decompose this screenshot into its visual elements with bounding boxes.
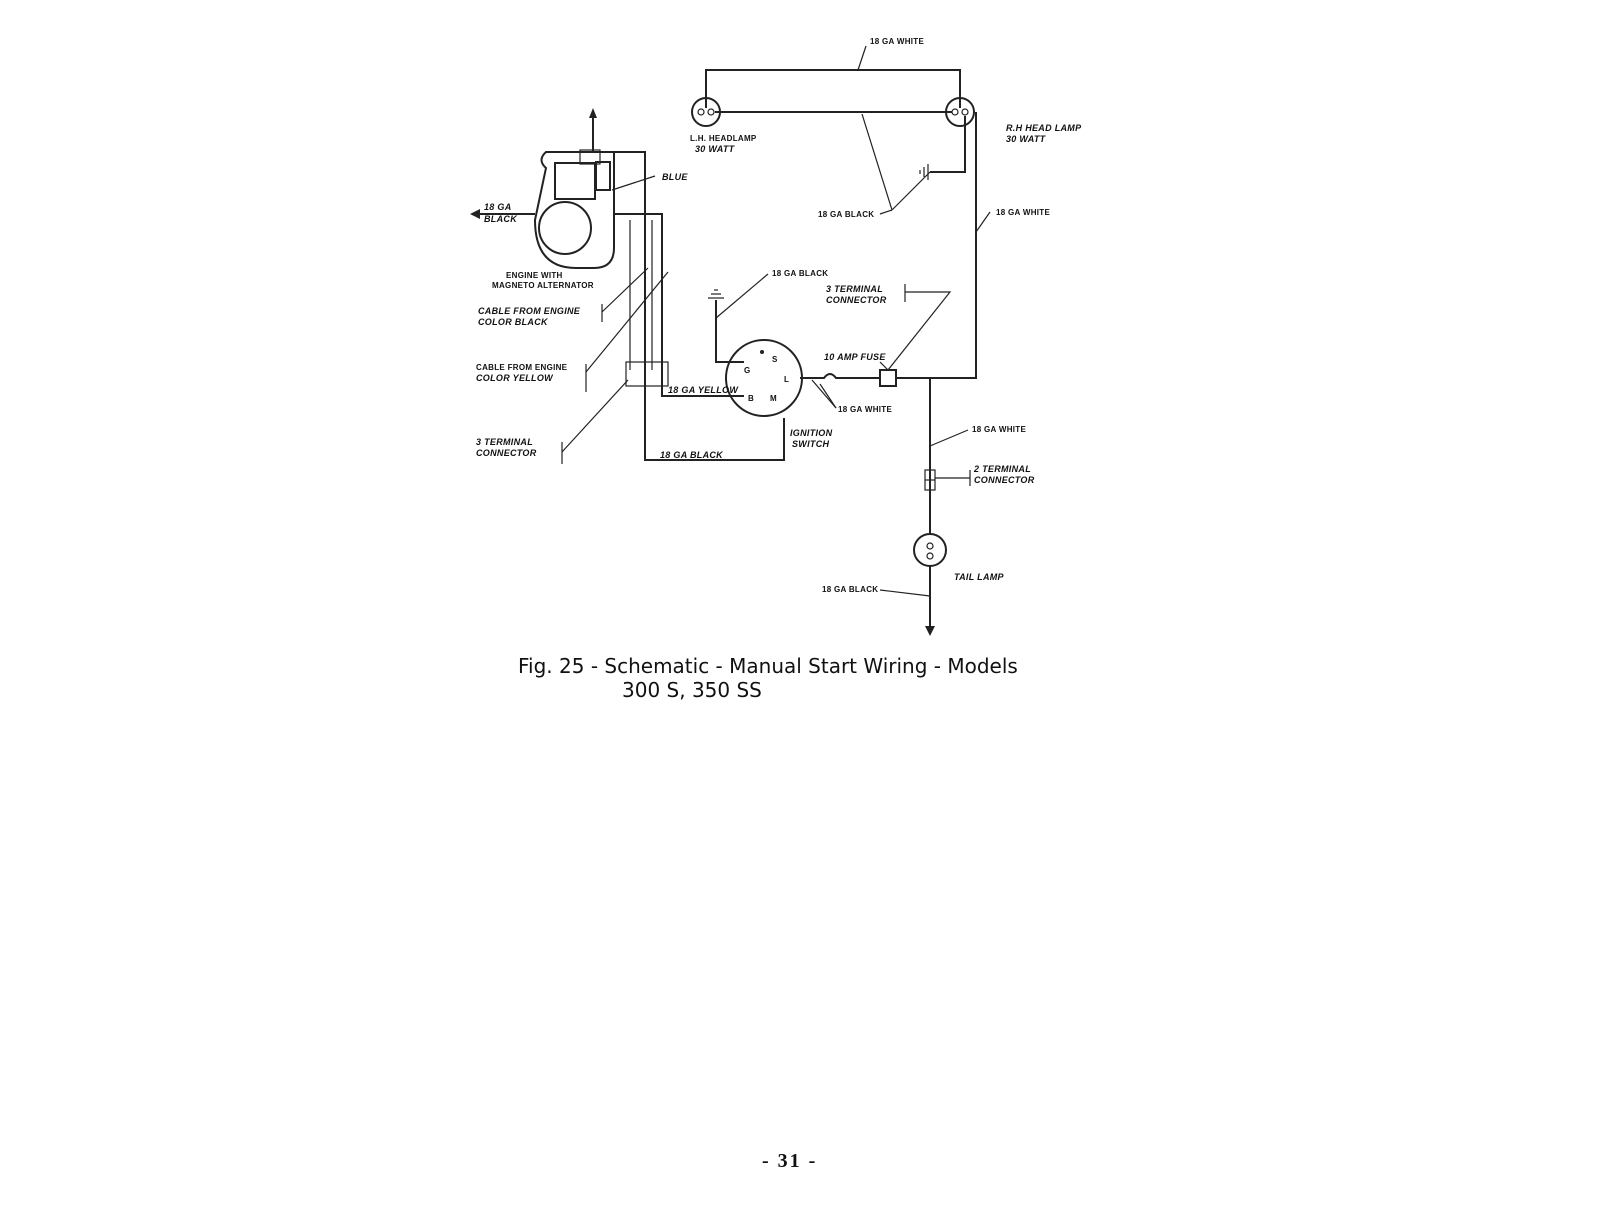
- label-white-lower: 18 GA WHITE: [972, 425, 1026, 434]
- label-fuse: 10 AMP FUSE: [824, 352, 886, 362]
- leader-tail-black: [879, 589, 931, 597]
- page-number: - 31 -: [762, 1150, 818, 1172]
- label-rh-headlamp-1: R.H HEAD LAMP: [1006, 123, 1082, 133]
- label-white-fuse: 18 GA WHITE: [838, 405, 892, 414]
- leader-black-b: [891, 171, 931, 211]
- leader-3-term-upper: [887, 291, 952, 371]
- wire-top-white: [705, 69, 961, 108]
- label-cable-yellow-2: COLOR YELLOW: [476, 373, 554, 383]
- wire-fuse-line: [800, 373, 880, 379]
- wire-headlamp-ground: [930, 116, 966, 173]
- svg-text:M: M: [770, 394, 777, 403]
- leader-black-upper: [715, 273, 769, 319]
- engine-magneto-alternator: [533, 108, 615, 269]
- label-2-term-1: 2 TERMINAL: [973, 464, 1031, 474]
- label-engine-2: MAGNETO ALTERNATOR: [492, 281, 594, 290]
- label-cable-yellow-1: CABLE FROM ENGINE: [476, 363, 568, 372]
- label-top-white: 18 GA WHITE: [870, 37, 924, 46]
- leader-right-white: [975, 211, 991, 233]
- label-3-term-lower-2: CONNECTOR: [476, 448, 537, 458]
- ignition-switch: G S L B M: [725, 339, 803, 417]
- label-lh-headlamp-2: 30 WATT: [695, 144, 736, 154]
- wire-switch-ground: [715, 300, 744, 363]
- wire-engine-black: [614, 151, 785, 461]
- label-yellow-18: 18 GA YELLOW: [668, 385, 739, 395]
- label-left-black-1: 18 GA: [484, 202, 512, 212]
- wire-rear-white: [896, 377, 931, 534]
- label-tail-lamp: TAIL LAMP: [954, 572, 1005, 582]
- label-cable-black-1: CABLE FROM ENGINE: [478, 306, 581, 316]
- label-left-black-2: BLACK: [484, 214, 518, 224]
- leader-black-a: [861, 113, 893, 211]
- three-terminal-connector-lower: [625, 361, 669, 387]
- label-blue: BLUE: [662, 172, 688, 182]
- label-3-term-lower-1: 3 TERMINAL: [476, 437, 533, 447]
- label-3-term-upper-1: 3 TERMINAL: [826, 284, 883, 294]
- label-right-white: 18 GA WHITE: [996, 208, 1050, 217]
- svg-text:S: S: [772, 355, 778, 364]
- ground-symbol-switch: [708, 289, 724, 299]
- label-2-term-2: CONNECTOR: [974, 475, 1035, 485]
- label-black-bottom: 18 GA BLACK: [660, 450, 724, 460]
- arrow-left-black: [470, 209, 480, 219]
- caption-line-1: Fig. 25 - Schematic - Manual Start Wirin…: [518, 654, 1018, 678]
- label-3-term-upper-2: CONNECTOR: [826, 295, 887, 305]
- ground-symbol-headlamp: [919, 164, 929, 180]
- svg-text:L: L: [784, 375, 789, 384]
- label-ignition-2: SWITCH: [792, 439, 829, 449]
- three-terminal-connector-upper: [879, 369, 897, 387]
- svg-text:B: B: [748, 394, 754, 403]
- label-rh-headlamp-2: 30 WATT: [1006, 134, 1047, 144]
- arrow-tail-ground: [925, 626, 935, 636]
- label-engine-1: ENGINE WITH: [506, 271, 563, 280]
- svg-text:G: G: [744, 366, 750, 375]
- label-ignition-1: IGNITION: [790, 428, 833, 438]
- label-mid-black: 18 GA BLACK: [818, 210, 874, 219]
- label-tail-black: 18 GA BLACK: [822, 585, 878, 594]
- leader-black-c: [879, 209, 893, 215]
- leader-white-lower: [929, 429, 969, 447]
- leader-top-white: [857, 45, 867, 71]
- leader-blue: [611, 175, 656, 191]
- wire-engine-yellow: [614, 213, 744, 397]
- tail-lamp: [913, 533, 947, 567]
- label-black-18-upper: 18 GA BLACK: [772, 269, 828, 278]
- figure-caption: Fig. 25 - Schematic - Manual Start Wirin…: [518, 654, 1018, 702]
- label-cable-black-2: COLOR BLACK: [478, 317, 549, 327]
- caption-line-2: 300 S, 350 SS: [622, 678, 762, 702]
- label-lh-headlamp-1: L.H. HEADLAMP: [690, 134, 757, 143]
